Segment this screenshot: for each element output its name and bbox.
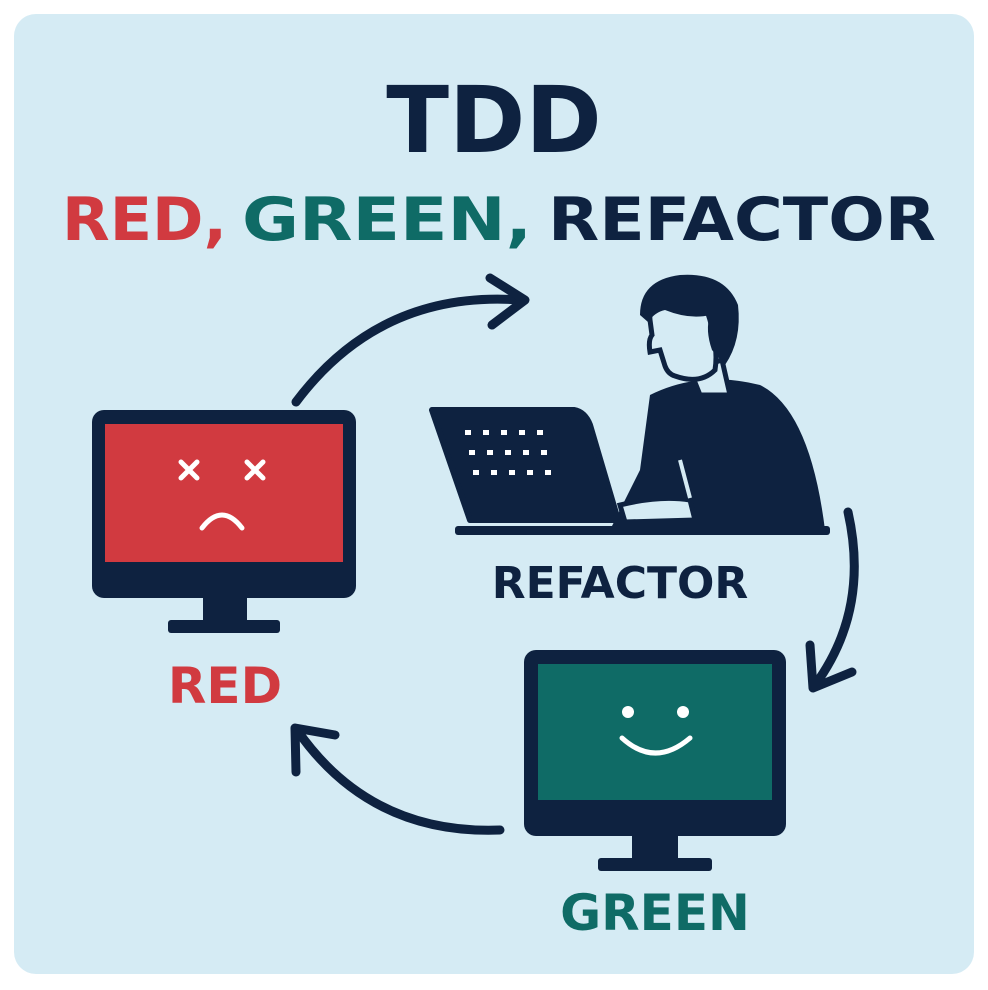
- subtitle-red: RED,: [62, 185, 227, 255]
- cycle-arrow-icon: [291, 294, 525, 407]
- subtitle: RED, GREEN, REFACTOR: [62, 185, 936, 255]
- happy-monitor-icon: [524, 650, 786, 871]
- arrowhead-icon: [485, 273, 530, 330]
- subtitle-green: GREEN,: [242, 185, 532, 255]
- stage-label-green: GREEN: [560, 884, 750, 942]
- cycle-arrow-icon: [292, 725, 505, 835]
- arrowhead-icon: [805, 640, 857, 693]
- stage-label-refactor: REFACTOR: [492, 558, 749, 609]
- developer-laptop-icon: [429, 274, 830, 535]
- title: TDD: [386, 67, 602, 174]
- subtitle-refactor: REFACTOR: [548, 185, 936, 255]
- sad-monitor-icon: [92, 410, 356, 633]
- cycle-arrow-icon: [810, 507, 859, 690]
- arrowhead-icon: [290, 723, 340, 777]
- stage-label-red: RED: [168, 657, 282, 715]
